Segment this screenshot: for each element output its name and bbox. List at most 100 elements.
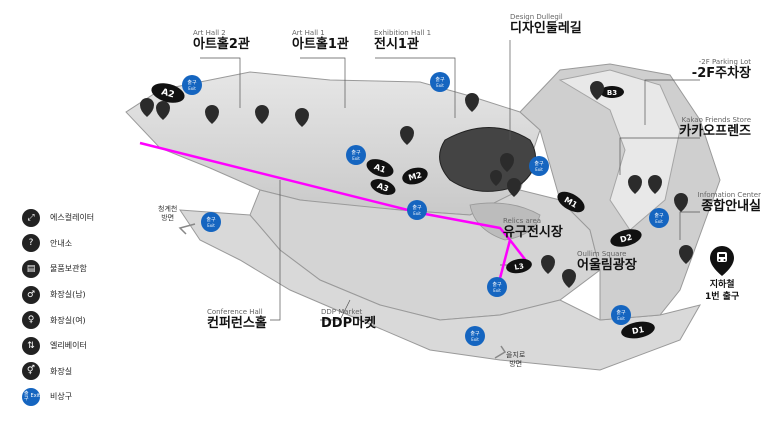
label-design-dullegil: Design Dullegil 디자인둘레길 bbox=[510, 13, 582, 36]
legend-item-info: ? 안내소 bbox=[22, 231, 94, 257]
svg-text:A2: A2 bbox=[160, 87, 175, 100]
escalator-pin bbox=[205, 105, 219, 124]
restroom-pin bbox=[140, 98, 154, 117]
svg-text:D2: D2 bbox=[619, 233, 633, 245]
label-ko: 어울림광장 bbox=[577, 257, 637, 273]
elevator-icon: ⇅ bbox=[22, 336, 40, 355]
info-icon: ? bbox=[22, 234, 40, 253]
legend-label: 화장실(남) bbox=[50, 290, 86, 300]
svg-text:Exit: Exit bbox=[535, 167, 543, 172]
svg-text:A1: A1 bbox=[373, 162, 388, 175]
restroom-pin bbox=[541, 255, 555, 274]
building-south-wing bbox=[179, 209, 702, 371]
legend-item-restroom: ⚥ 화장실 bbox=[22, 359, 94, 385]
restroom-icon: ⚥ bbox=[22, 362, 40, 381]
legend-item-escalator: ⤢ 에스컬레이터 bbox=[22, 205, 94, 231]
exit-ko: 출구 bbox=[23, 390, 29, 402]
restroom-pin bbox=[465, 93, 479, 112]
legend-item-restroom-women: ♀ 화장실(여) bbox=[22, 307, 94, 333]
legend-item-elevator: ⇅ 엘리베이터 bbox=[22, 333, 94, 359]
svg-text:Exit: Exit bbox=[352, 156, 360, 161]
label-art-hall-2: Art Hall 2 아트홀2관 bbox=[193, 29, 250, 52]
svg-text:출구: 출구 bbox=[351, 149, 361, 156]
zone-marker-m1: M1 bbox=[557, 191, 585, 213]
label-en: Art Hall 2 bbox=[193, 29, 226, 37]
elevator-pin bbox=[255, 105, 269, 124]
zone-marker-a2: A2 bbox=[151, 83, 185, 103]
direction-cheonggyecheon: 청계천 방면 bbox=[158, 205, 178, 223]
label-en: Design Dullegil bbox=[510, 13, 563, 21]
svg-text:Exit: Exit bbox=[188, 86, 196, 91]
parking-ramp bbox=[558, 69, 681, 231]
svg-text:M2: M2 bbox=[407, 170, 422, 182]
label-en: -2F Parking Lot bbox=[698, 58, 751, 66]
svg-text:출구: 출구 bbox=[616, 309, 626, 316]
route-line-branch bbox=[509, 239, 528, 263]
label-ko: 종합안내실 bbox=[701, 198, 761, 214]
restroom-pin bbox=[490, 170, 502, 186]
restroom-pin bbox=[156, 101, 170, 120]
locker-icon: ▤ bbox=[22, 259, 40, 278]
legend-label: 화장실(여) bbox=[50, 315, 86, 325]
label-ko: 디자인둘레길 bbox=[510, 20, 582, 36]
legend-label: 물품보관함 bbox=[50, 264, 87, 274]
label-conference-hall: Conference Hall 컨퍼런스홀 bbox=[207, 308, 267, 331]
restroom-pin bbox=[674, 193, 688, 212]
label-en: Kakao Friends Store bbox=[681, 116, 751, 124]
zone-marker-l3: L3 bbox=[506, 258, 532, 274]
svg-text:Exit: Exit bbox=[471, 337, 479, 342]
svg-text:Exit: Exit bbox=[207, 223, 215, 228]
restroom-women-icon: ♀ bbox=[22, 311, 40, 330]
label-ko: 컨퍼런스홀 bbox=[207, 315, 267, 331]
label-ko: -2F주차장 bbox=[691, 65, 751, 81]
label-en: Relics area bbox=[503, 217, 542, 225]
label-ko: 유구전시장 bbox=[503, 224, 563, 240]
zone-marker-d2: D2 bbox=[610, 229, 642, 247]
svg-text:출구: 출구 bbox=[492, 281, 502, 288]
info-pin bbox=[507, 178, 521, 197]
zone-marker-m2: M2 bbox=[402, 167, 428, 185]
svg-text:B3: B3 bbox=[607, 89, 617, 97]
legend-label: 안내소 bbox=[50, 238, 73, 248]
info-pin bbox=[679, 245, 693, 264]
label-info-center: Infomation Center 종합안내실 bbox=[697, 191, 761, 214]
restroom-pin bbox=[400, 126, 414, 145]
zone-marker-a1: A1 bbox=[366, 159, 394, 177]
subway-exit-marker: 지하철 1번 출구 bbox=[705, 246, 739, 303]
svg-text:Exit: Exit bbox=[413, 211, 421, 216]
subway-label-line2: 1번 출구 bbox=[705, 291, 740, 302]
label-kakao-store: Kakao Friends Store 카카오프렌즈 bbox=[679, 116, 751, 139]
label-ddp-market: DDP Market DDP마켓 bbox=[321, 308, 376, 331]
svg-text:출구: 출구 bbox=[435, 76, 445, 83]
svg-text:출구: 출구 bbox=[206, 216, 216, 223]
svg-text:출구: 출구 bbox=[654, 212, 664, 219]
restroom-men-icon: ♂ bbox=[22, 285, 40, 304]
direction-euljiro: 을지로 방면 bbox=[506, 351, 526, 369]
restroom-pin bbox=[628, 175, 642, 194]
escalator-icon: ⤢ bbox=[22, 208, 40, 227]
label-relics-area: Relics area 유구전시장 bbox=[503, 217, 563, 240]
legend-label: 에스컬레이터 bbox=[50, 213, 95, 223]
label-en: Oullim Square bbox=[577, 250, 627, 258]
svg-text:출구: 출구 bbox=[534, 160, 544, 167]
svg-text:D1: D1 bbox=[631, 325, 645, 336]
label-art-hall-1: Art Hall 1 아트홀1관 bbox=[292, 29, 349, 52]
zone-marker-d1: D1 bbox=[621, 321, 655, 339]
label-ko: 아트홀2관 bbox=[193, 36, 250, 52]
arrow-cheonggyecheon bbox=[178, 223, 196, 235]
label-en: Conference Hall bbox=[207, 308, 263, 316]
svg-text:Exit: Exit bbox=[617, 316, 625, 321]
label-parking-lot: -2F Parking Lot -2F주차장 bbox=[691, 58, 751, 81]
legend-label: 엘리베이터 bbox=[50, 341, 87, 351]
svg-text:Exit: Exit bbox=[493, 288, 501, 293]
subway-icon bbox=[710, 246, 735, 276]
label-en: Infomation Center bbox=[697, 191, 761, 199]
